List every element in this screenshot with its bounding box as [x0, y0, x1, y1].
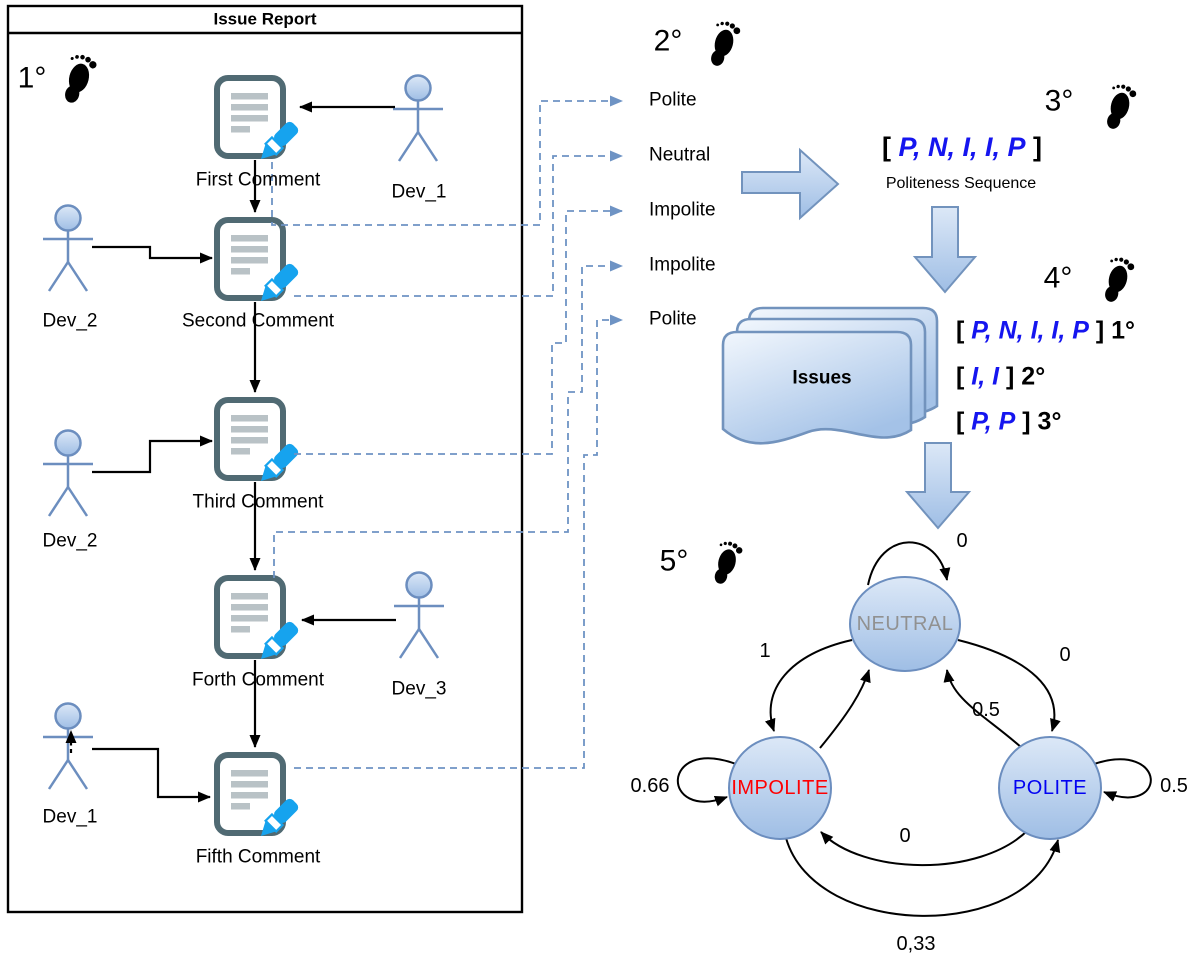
state-neutral-node [849, 576, 961, 672]
developer-actor [41, 702, 95, 791]
developer-actor [41, 204, 95, 293]
footprint-icon [710, 539, 744, 588]
arrow-down-to-markov [904, 442, 972, 530]
edge-polite-impolite [820, 829, 1029, 867]
markov-chain [676, 541, 1152, 917]
comment-icon [217, 400, 300, 486]
developer-label: Dev_1 [42, 806, 98, 828]
politeness-label: Neutral [649, 144, 711, 166]
transition-label-polite-impolite: 0 [899, 825, 911, 847]
footprint-icon [1100, 255, 1136, 306]
state-label-polite: POLITE [1012, 777, 1088, 799]
developer-actor [41, 429, 95, 518]
state-label-neutral: NEUTRAL [856, 613, 954, 635]
step-label-1: 1° [17, 61, 47, 95]
developer-actor [392, 571, 446, 660]
comment-label: Third Comment [192, 491, 324, 513]
edge-neutral-polite [957, 639, 1061, 732]
edge-polite-self [1093, 758, 1152, 802]
comment-icon [217, 78, 300, 164]
step-label-4: 4° [1043, 261, 1073, 295]
classification-connectors [271, 95, 623, 769]
transition-label-neutral-polite: 0 [1059, 644, 1071, 666]
developer-actor [391, 74, 445, 163]
edge-neutral-impolite [764, 639, 853, 732]
state-polite-node [998, 736, 1102, 840]
transition-label-impolite-polite: 0,33 [896, 933, 936, 954]
edge-impolite-neutral [819, 669, 871, 749]
footprint-icon [1102, 82, 1138, 133]
issue-sequence-2: [ I, I ] 2° [956, 362, 1046, 391]
edge-neutral-self [867, 541, 951, 586]
footprint-icon [60, 52, 99, 107]
arrow-down-to-issues [912, 206, 978, 294]
issue-report-panel [6, 4, 524, 914]
transition-label-neutral-impolite: 1 [759, 640, 771, 662]
issue-sequence-1: [ P, N, I, I, P ] 1° [956, 316, 1136, 345]
comment-label: Forth Comment [192, 669, 324, 691]
step-label-3: 3° [1044, 84, 1074, 118]
comment-label: Fifth Comment [195, 846, 321, 868]
transition-label-neutral-self: 0 [956, 530, 968, 552]
developer-label: Dev_2 [42, 530, 98, 552]
politeness-label: Impolite [649, 199, 716, 221]
step-label-5: 5° [659, 544, 689, 578]
state-label-impolite: IMPOLITE [731, 777, 829, 799]
comment-label: First Comment [195, 169, 321, 191]
issues-stack-label: Issues [792, 367, 852, 389]
transition-label-polite-self: 0.5 [1160, 775, 1188, 797]
comment-label: Second Comment [181, 310, 335, 332]
comment-flow-arrows [65, 101, 396, 803]
panel-title: Issue Report [213, 9, 317, 29]
comment-icon [217, 578, 300, 664]
footprint-icon [706, 19, 742, 70]
developer-label: Dev_1 [391, 181, 447, 203]
process-arrows [741, 147, 978, 530]
transition-label-polite-neutral: 0.5 [972, 699, 1000, 721]
comment-icon [217, 755, 300, 841]
step-label-2: 2° [653, 24, 683, 58]
developer-label: Dev_2 [42, 310, 98, 332]
politeness-label: Polite [649, 89, 697, 111]
developer-label: Dev_3 [391, 678, 447, 700]
edge-polite-neutral [943, 669, 1023, 749]
issue-sequence-3: [ P, P ] 3° [956, 407, 1062, 436]
arrow-right-to-sequence [741, 147, 840, 221]
politeness-sequence-caption: Politeness Sequence [885, 175, 1037, 193]
edge-impolite-self [676, 757, 737, 807]
edge-impolite-polite [785, 837, 1061, 917]
politeness-label: Polite [649, 308, 697, 330]
transition-label-impolite-self: 0.66 [630, 775, 670, 797]
politeness-sequence-text: [ P, N, I, I, P ] [881, 132, 1043, 163]
state-impolite-node [728, 736, 832, 840]
politeness-label: Impolite [649, 254, 716, 276]
comment-icon [217, 220, 300, 306]
